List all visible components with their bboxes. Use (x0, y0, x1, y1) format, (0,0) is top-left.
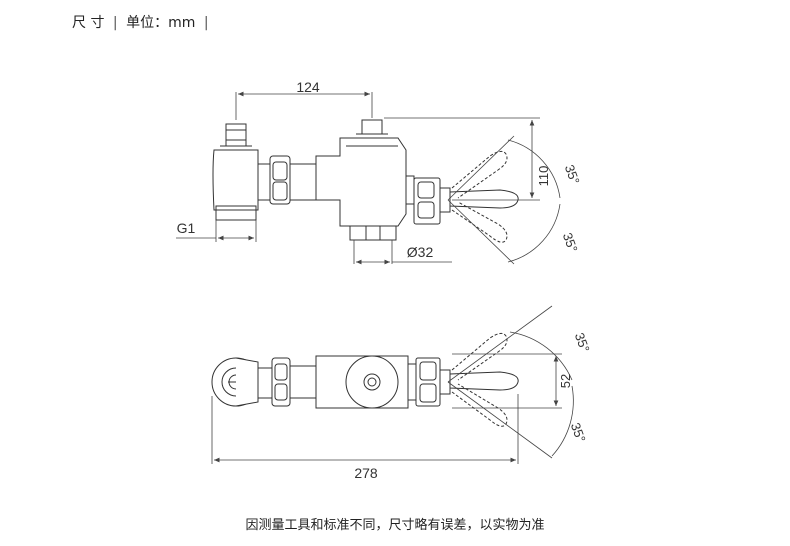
top-dimensions (211, 305, 574, 464)
top-handle-lever (449, 371, 519, 391)
angle-35-upper-top: 35° (572, 331, 593, 355)
side-handle-lever (449, 189, 519, 209)
unit-label: 单位：mm (126, 15, 196, 31)
top-valve-body (315, 355, 409, 409)
angle-35-lower-top: 35° (568, 421, 589, 445)
top-union-nut (257, 357, 317, 407)
side-inlet-fitting (212, 123, 259, 221)
header-title: 尺 寸 (72, 15, 105, 31)
dim-52: 52 (558, 374, 573, 388)
angle-35-upper-side: 35° (562, 163, 583, 187)
dim-278: 278 (354, 465, 378, 481)
dim-g1: G1 (177, 220, 196, 236)
dim-124: 124 (296, 79, 320, 95)
header-separator: | (112, 15, 118, 31)
side-union-nut (257, 155, 317, 205)
side-ghost-handles (451, 150, 508, 243)
top-view (211, 332, 519, 427)
footer-note: 因测量工具和标准不同，尺寸略有误差，以实物为准 (245, 518, 545, 533)
header-separator-end: | (203, 15, 209, 31)
dim-110: 110 (536, 166, 551, 187)
side-handle-collar (405, 175, 451, 225)
dim-d32: Ø32 (407, 244, 434, 260)
header: 尺 寸 | 单位：mm | (72, 12, 213, 32)
side-view (212, 119, 519, 243)
angle-35-lower-side: 35° (560, 231, 581, 255)
side-valve-body (315, 119, 407, 241)
top-inlet-fitting (211, 357, 261, 407)
top-handle-collar (407, 357, 451, 407)
side-dimensions (176, 91, 561, 265)
